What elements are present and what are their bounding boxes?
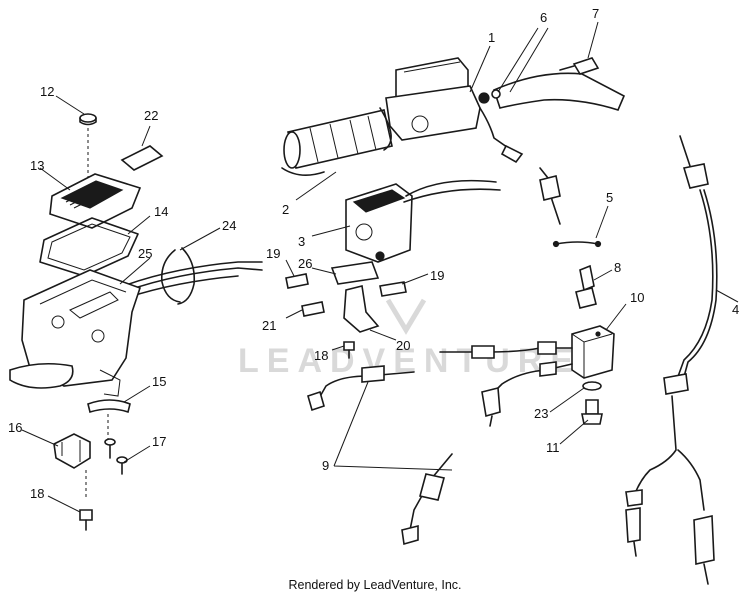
- part-22-label: [120, 145, 164, 171]
- part-9-brake-hose: [307, 365, 453, 546]
- callout-4: 4: [732, 302, 739, 317]
- part-5-clip: [552, 240, 602, 248]
- callout-20: 20: [396, 338, 410, 353]
- part-18-bolt-left: [79, 509, 93, 531]
- part-19-clamp-left: [285, 273, 309, 289]
- brake-hose-upper: [479, 107, 561, 225]
- part-20-throttle-lever: [343, 285, 380, 333]
- part-3-switch-housing: [345, 179, 501, 263]
- callouts: 12 22 13 14 24 25 15 16 17 18 1 6 7 2 3 …: [8, 6, 739, 501]
- part-7-adjuster: [559, 57, 600, 75]
- watermark-text: LEADVENTURE: [238, 342, 581, 380]
- callout-12: 12: [40, 84, 54, 99]
- callout-5: 5: [606, 190, 613, 205]
- part-13-cover: [49, 173, 142, 229]
- callout-19-left: 19: [266, 246, 280, 261]
- part-12-screw: [79, 113, 97, 210]
- part-15-seal: [87, 399, 131, 440]
- part-14-gasket: [39, 217, 139, 277]
- callout-2: 2: [282, 202, 289, 217]
- part-17-screws: [85, 438, 128, 500]
- callout-3: 3: [298, 234, 305, 249]
- part-26-bracket: [330, 261, 380, 285]
- callout-9: 9: [322, 458, 329, 473]
- brake-lines: [439, 341, 573, 427]
- callout-19-right: 19: [430, 268, 444, 283]
- callout-10: 10: [630, 290, 644, 305]
- part-19-clamp-right: [379, 281, 407, 297]
- part-23-washer: [582, 381, 602, 391]
- callout-22: 22: [144, 108, 158, 123]
- part-25-housing: [9, 269, 142, 397]
- part-brake-lever: [493, 72, 626, 111]
- callout-24: 24: [222, 218, 236, 233]
- callout-7: 7: [592, 6, 599, 21]
- callout-15: 15: [152, 374, 166, 389]
- callout-8: 8: [614, 260, 621, 275]
- part-18-bolt-center: [343, 341, 355, 359]
- callout-6: 6: [540, 10, 547, 25]
- callout-26: 26: [298, 256, 312, 271]
- part-1-master-cylinder: [385, 57, 481, 141]
- callout-25: 25: [138, 246, 152, 261]
- leader-lines: [21, 21, 739, 513]
- part-2-handlebar-grip: [281, 107, 393, 176]
- render-credit: Rendered by LeadVenture, Inc.: [288, 578, 462, 592]
- part-10-junction-block: [571, 325, 615, 379]
- callout-23: 23: [534, 406, 548, 421]
- callout-17: 17: [152, 434, 166, 449]
- part-11-bolt: [581, 399, 603, 425]
- part-6-pivot: [478, 89, 501, 104]
- part-4-throttle-cable: [625, 135, 718, 585]
- callout-18-left: 18: [30, 486, 44, 501]
- callout-21: 21: [262, 318, 276, 333]
- watermark-logo: [385, 298, 427, 335]
- callout-14: 14: [154, 204, 168, 219]
- part-16-bracket: [53, 433, 91, 469]
- part-8-banjo-bolt: [575, 264, 597, 309]
- callout-18-center: 18: [314, 348, 328, 363]
- callout-1: 1: [488, 30, 495, 45]
- callout-16: 16: [8, 420, 22, 435]
- callout-11: 11: [546, 440, 560, 455]
- part-21-pad: [301, 301, 325, 317]
- callout-13: 13: [30, 158, 44, 173]
